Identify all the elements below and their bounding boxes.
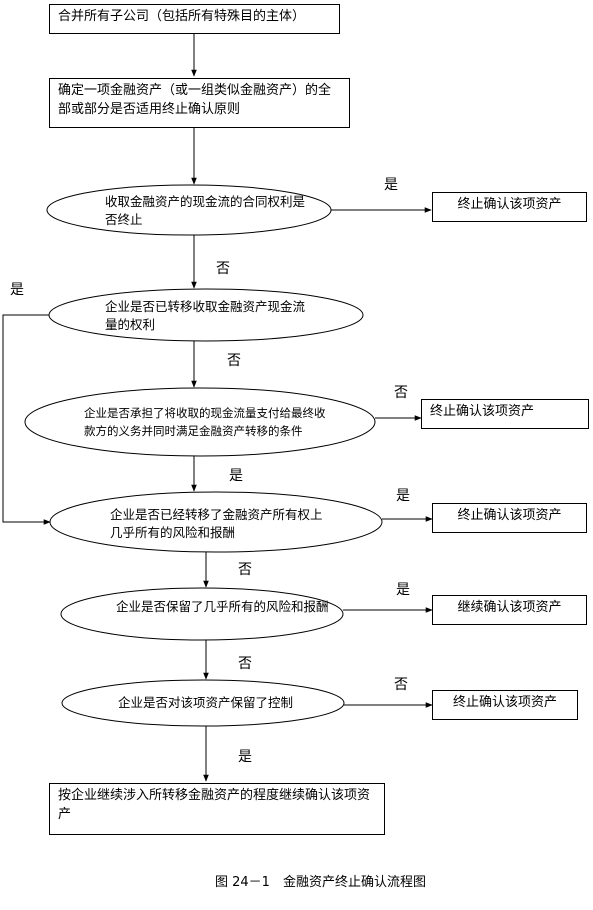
result-box-r5: 继续确认该项资产 bbox=[432, 595, 587, 625]
determine-box: 确定一项金融资产（或一组类似金融资产）的全部或部分是否适用终止确认原则 bbox=[49, 78, 350, 128]
decision-text-q3: 企业是否承担了将收取的现金流量支付给最终收款方的义务并同时满足金融资产转移的条件 bbox=[84, 406, 326, 438]
figure-caption: 图 24－1 金融资产终止确认流程图 bbox=[215, 875, 426, 890]
end-text: 按企业继续涉入所转移金融资产的程度继续确认该项资产 bbox=[58, 788, 371, 822]
decision-text-q6: 企业是否对该项资产保留了控制 bbox=[118, 695, 294, 710]
decision-text-q5: 企业是否保留了几乎所有的风险和报酬 bbox=[116, 599, 329, 614]
label-yes-q5: 是 bbox=[396, 582, 410, 598]
label-no-q6: 否 bbox=[394, 677, 408, 693]
label-yes-q6: 是 bbox=[238, 749, 252, 765]
result-box-r4: 终止确认该项资产 bbox=[432, 503, 587, 533]
arrow-q2-yes-loop bbox=[2, 314, 51, 525]
decision-text-q2: 企业是否已转移收取金融资产现金流量的权利 bbox=[105, 299, 306, 332]
result-text-r4: 终止确认该项资产 bbox=[457, 508, 562, 523]
end-box: 按企业继续涉入所转移金融资产的程度继续确认该项资产 bbox=[49, 783, 385, 835]
determine-text: 确定一项金融资产（或一组类似金融资产）的全部或部分是否适用终止确认原则 bbox=[58, 83, 332, 117]
decision-ellipse-q6 bbox=[61, 679, 345, 727]
label-no-q2: 否 bbox=[227, 353, 241, 369]
result-text-r6: 终止确认该项资产 bbox=[452, 695, 557, 710]
label-yes-q3: 是 bbox=[229, 468, 243, 484]
label-no-q1: 否 bbox=[216, 261, 230, 277]
result-text-r1: 终止确认该项资产 bbox=[457, 197, 562, 212]
label-yes-q2-left: 是 bbox=[10, 282, 24, 298]
result-box-r3: 终止确认该项资产 bbox=[421, 399, 589, 429]
result-box-r6: 终止确认该项资产 bbox=[432, 690, 578, 720]
decision-text-q1: 收取金融资产的现金流的合同权利是否终止 bbox=[105, 194, 306, 227]
decision-ellipse-q3 bbox=[24, 387, 376, 457]
start-text: 合并所有子公司（包括所有特殊目的主体） bbox=[58, 9, 306, 24]
start-box: 合并所有子公司（包括所有特殊目的主体） bbox=[49, 4, 340, 34]
result-text-r3: 终止确认该项资产 bbox=[430, 404, 535, 419]
result-box-r1: 终止确认该项资产 bbox=[432, 192, 587, 222]
label-yes-q4: 是 bbox=[396, 488, 410, 504]
label-no-q5: 否 bbox=[238, 656, 252, 672]
label-no-q4: 否 bbox=[238, 562, 252, 578]
decision-ellipse-q5 bbox=[60, 587, 344, 641]
result-text-r5: 继续确认该项资产 bbox=[457, 600, 562, 615]
label-no-q3: 否 bbox=[394, 385, 408, 401]
label-yes-q1: 是 bbox=[384, 177, 398, 193]
decision-text-q4: 企业是否已经转移了金融资产所有权上几乎所有的风险和报酬 bbox=[110, 507, 323, 540]
